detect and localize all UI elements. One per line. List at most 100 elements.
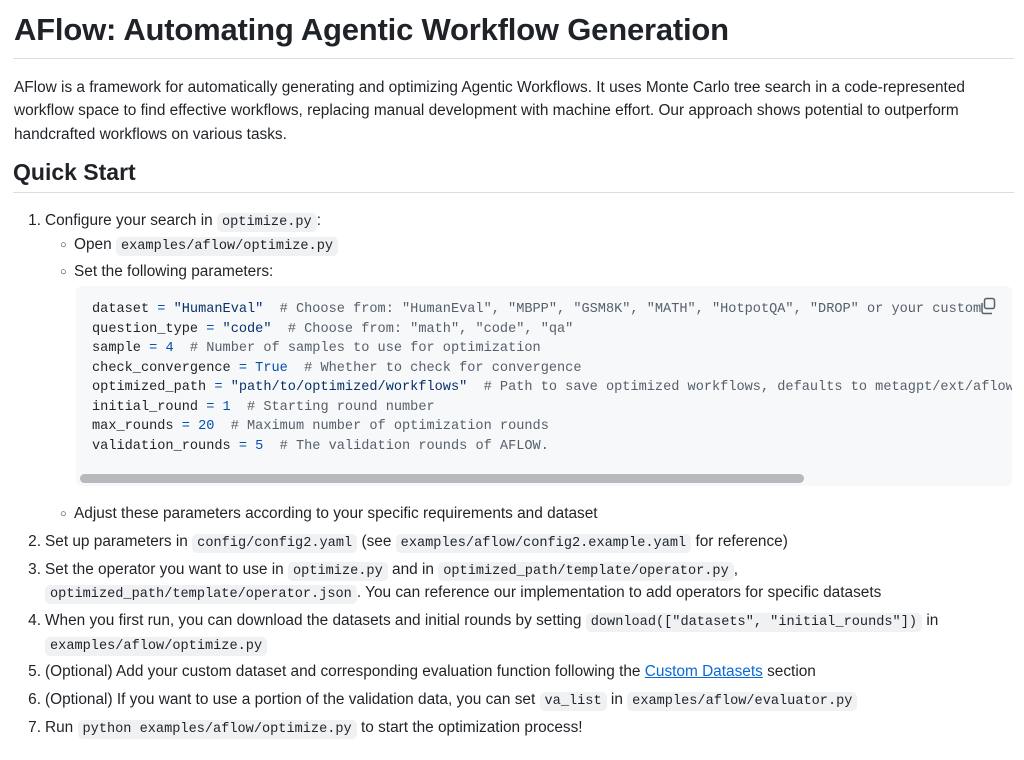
sub-item-text: Set the following parameters: [74, 263, 274, 280]
code-param-name: dataset [92, 302, 150, 317]
step-text: Set the operator you want to use in [45, 561, 284, 578]
code-operator: = [149, 302, 174, 317]
code-line: initial_round = 1 # Starting round numbe… [92, 398, 1012, 418]
scrollbar-thumb[interactable] [80, 474, 804, 483]
step-text: Set up parameters in [45, 533, 188, 550]
step-number: 1. [28, 212, 41, 229]
code-line: max_rounds = 20 # Maximum number of opti… [92, 417, 1012, 437]
code-param-name: max_rounds [92, 419, 174, 434]
sub-item-open: ○ Open examples/aflow/optimize.py [60, 234, 339, 258]
code-param-value: 4 [165, 341, 174, 356]
code-line: optimized_path = "path/to/optimized/work… [92, 378, 1012, 398]
step-text: to start the optimization process! [361, 719, 583, 736]
code-comment: # Path to save optimized workflows, defa… [483, 380, 1012, 395]
list-item-step-6: 6.(Optional) If you want to use a portio… [23, 689, 858, 713]
code-line: sample = 4 # Number of samples to use fo… [92, 339, 1012, 359]
step-text: Configure your search in [45, 212, 213, 229]
code-comment: # Starting round number [230, 399, 435, 415]
code-comment: # Whether to check for convergence [287, 360, 582, 376]
code-operator: = [206, 380, 231, 395]
sub-item-text: Adjust these parameters according to you… [74, 505, 598, 522]
code-operator: = [230, 438, 256, 454]
code-operator: = [198, 399, 223, 415]
inline-code: optimize.py [288, 562, 388, 581]
code-param-name: question_type [92, 321, 199, 337]
step-text: . You can reference our implementation t… [356, 584, 882, 601]
step-text: (Optional) Add your custom dataset and c… [45, 663, 641, 680]
title-divider [13, 58, 1014, 59]
step-number: 4. [28, 612, 41, 629]
inline-code: optimized_path/template/operator.json [45, 585, 357, 604]
code-param-value: 1 [222, 399, 231, 415]
step-text: (see [361, 533, 392, 550]
inline-code: examples/aflow/optimize.py [45, 637, 268, 656]
code-param-name: initial_round [92, 399, 199, 415]
code-operator: = [173, 419, 199, 434]
sub-item-set-params: ○ Set the following parameters: [60, 261, 273, 283]
step-text: , [733, 561, 739, 578]
code-param-value: 5 [255, 438, 264, 454]
code-operator: = [230, 360, 256, 376]
copy-icon [981, 297, 996, 315]
code-line: check_convergence = True # Whether to ch… [92, 359, 1012, 379]
step-number: 7. [28, 719, 41, 736]
bullet-icon: ○ [60, 266, 67, 278]
list-item-step-2: 2.Set up parameters in config/config2.ya… [23, 531, 788, 555]
sub-item-adjust: ○ Adjust these parameters according to yo… [60, 503, 598, 525]
list-item-step-5: 5.(Optional) Add your custom dataset and… [23, 661, 816, 683]
list-item-step-4: 4.When you first run, you can download t… [23, 610, 938, 634]
code-param-value: "HumanEval" [173, 302, 264, 317]
code-comment: # Choose from: "math", "code", "qa" [271, 321, 574, 337]
list-item-step-3: 3.Set the operator you want to use in op… [23, 559, 738, 583]
horizontal-scrollbar[interactable] [80, 474, 968, 483]
step-text: in [610, 691, 623, 708]
copy-button[interactable] [978, 296, 998, 316]
step-number: 6. [28, 691, 41, 708]
step-text: section [767, 663, 816, 680]
code-param-name: validation_rounds [92, 438, 231, 454]
inline-code: optimize.py [216, 213, 317, 232]
code-comment: # Choose from: "HumanEval", "MBPP", "GSM… [263, 302, 982, 317]
sub-item-text: Open [74, 236, 112, 253]
code-param-value: True [255, 360, 288, 376]
code-lines: dataset = "HumanEval" # Choose from: "Hu… [92, 300, 1012, 456]
step-text: for reference) [695, 533, 788, 550]
code-param-name: sample [92, 341, 141, 356]
bullet-icon: ○ [60, 239, 67, 251]
bullet-icon: ○ [60, 508, 67, 520]
inline-code: examples/aflow/config2.example.yaml [395, 534, 692, 553]
step-text: Run [45, 719, 74, 736]
inline-code: download(["datasets", "initial_rounds"]) [585, 613, 923, 632]
code-line: dataset = "HumanEval" # Choose from: "Hu… [92, 300, 1012, 320]
list-item-step-7: 7.Run python examples/aflow/optimize.py … [23, 717, 583, 741]
code-param-name: check_convergence [92, 360, 231, 376]
code-param-name: optimized_path [92, 380, 207, 395]
inline-code: examples/aflow/evaluator.py [627, 692, 858, 711]
page-title: AFlow: Automating Agentic Workflow Gener… [14, 12, 729, 47]
inline-code: optimized_path/template/operator.py [438, 562, 734, 581]
code-param-value: "code" [222, 321, 272, 337]
inline-code: config/config2.yaml [192, 534, 358, 553]
code-line: question_type = "code" # Choose from: "m… [92, 320, 1012, 340]
inline-code: python examples/aflow/optimize.py [77, 720, 357, 739]
code-param-value: 20 [198, 419, 215, 434]
list-item-step-1: 1.Configure your search in optimize.py: [23, 210, 321, 234]
section-heading-quick-start: Quick Start [13, 159, 136, 185]
step-number: 2. [28, 533, 41, 550]
step-text: in [926, 612, 939, 629]
step-text: When you first run, you can download the… [45, 612, 582, 629]
code-line: validation_rounds = 5 # The validation r… [92, 437, 1012, 457]
code-comment: # The validation rounds of AFLOW. [263, 438, 549, 454]
step-text: (Optional) If you want to use a portion … [45, 691, 536, 708]
custom-datasets-link[interactable]: Custom Datasets [644, 663, 763, 680]
step-text: and in [392, 561, 434, 578]
section-divider [13, 192, 1014, 193]
step-number: 3. [28, 561, 41, 578]
step-number: 5. [28, 663, 41, 680]
list-item-step-3-cont: optimized_path/template/operator.json. Y… [45, 582, 881, 606]
code-operator: = [140, 341, 166, 356]
step-text: : [316, 212, 321, 229]
code-block: dataset = "HumanEval" # Choose from: "Hu… [76, 286, 1012, 486]
inline-code: examples/aflow/optimize.py [115, 237, 339, 256]
